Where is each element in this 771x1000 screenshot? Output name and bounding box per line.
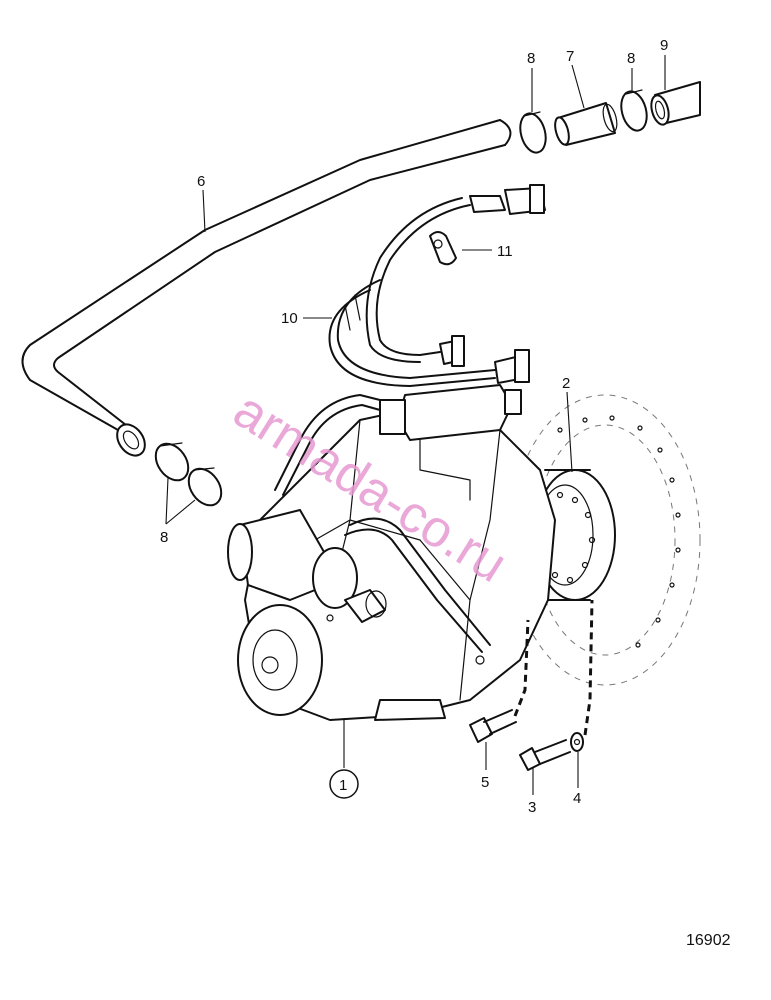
callout-1-circle — [329, 769, 359, 799]
bolt-3 — [519, 739, 571, 771]
connecting-sleeve-7 — [554, 102, 618, 146]
gearbox-1 — [237, 404, 556, 721]
bolt-5 — [469, 619, 530, 743]
callout-10: 10 — [281, 310, 298, 327]
callout-7: 7 — [566, 48, 574, 65]
hose-clamp-top-right — [620, 89, 648, 132]
pipe-9 — [650, 81, 701, 126]
flywheel-outline — [509, 394, 701, 686]
callout-6: 6 — [197, 173, 205, 190]
oil-lines — [274, 394, 491, 653]
hose-clamp-top-left — [519, 111, 547, 154]
cable-harness-10 — [328, 184, 546, 387]
callout-11: 11 — [497, 243, 513, 260]
control-valve-unit — [379, 384, 522, 501]
callout-9: 9 — [660, 37, 668, 54]
callout-8-lower: 8 — [160, 529, 168, 546]
callout-4: 4 — [573, 790, 581, 807]
callout-3: 3 — [528, 799, 536, 816]
cable-clip-11 — [429, 231, 457, 266]
leader-lines — [165, 55, 666, 795]
callout-2: 2 — [562, 375, 570, 392]
callout-8-top-right: 8 — [627, 50, 635, 67]
callout-8-top-left: 8 — [527, 50, 535, 67]
hose-6 — [21, 119, 512, 457]
washer-4 — [570, 599, 594, 752]
drawing-number: 16902 — [686, 932, 731, 949]
hose-clamps-lower — [154, 442, 223, 507]
callout-1: 1 — [339, 777, 347, 794]
callout-5: 5 — [481, 774, 489, 791]
oil-cooler — [227, 509, 387, 623]
